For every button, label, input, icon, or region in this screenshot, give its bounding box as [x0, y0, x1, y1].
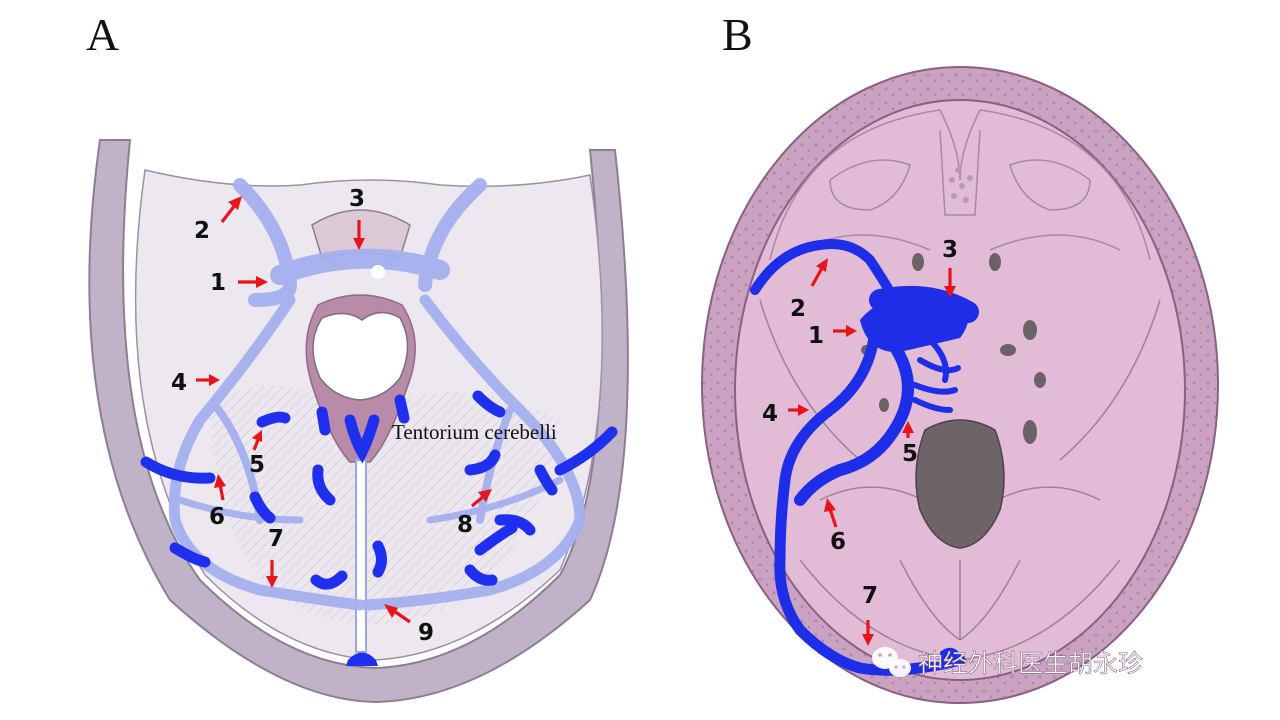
- panel-a-arrow-3: [353, 220, 365, 250]
- panel-a-label-3: 3: [349, 186, 365, 212]
- panel-a-arrow-5: [252, 430, 262, 451]
- panel-a-label-2: 2: [194, 218, 210, 244]
- panel-a-arrow-8: [470, 489, 492, 508]
- panel-b-arrow-6: [824, 498, 838, 528]
- panel-b-label-1: 1: [808, 323, 824, 349]
- cavernous-sinus: [860, 297, 969, 353]
- panel-a-arrow-1: [238, 276, 268, 288]
- panel-a-label-1: 1: [210, 270, 226, 296]
- panel-a-arrow-6: [214, 474, 226, 501]
- carotid-foramen: [371, 265, 385, 279]
- incisura-hole: [312, 311, 409, 401]
- panel-b-letter: B: [722, 9, 753, 60]
- panel-b-label-2: 2: [790, 296, 806, 322]
- panel-b-arrow-3: [944, 268, 956, 298]
- panel-b-label-3: 3: [942, 237, 958, 263]
- cribriform-plate: [949, 167, 973, 203]
- panel-a-label-9: 9: [418, 620, 434, 646]
- watermark: 神经外科医生胡永珍: [872, 647, 1143, 678]
- torcula: [940, 647, 965, 668]
- foramen-magnum: [915, 419, 1005, 549]
- panel-a-label-4: 4: [171, 370, 187, 396]
- panel-b-veins: [750, 239, 979, 676]
- panel-b-label-6: 6: [830, 529, 846, 555]
- panel-a-light-veins: [168, 178, 586, 611]
- skull-foramina: [861, 253, 1046, 444]
- panel-b-arrow-1: [833, 325, 857, 337]
- panel-a-label-7: 7: [268, 526, 284, 552]
- panel-a-skull-wall: [88, 139, 629, 704]
- confluence: [346, 652, 378, 666]
- panel-b-arrow-5: [902, 421, 914, 438]
- tentorium-caption: Tentorium cerebelli: [392, 420, 557, 444]
- panel-a-arrow-4: [196, 374, 220, 386]
- panel-b-arrow-2: [810, 258, 828, 287]
- panel-b-arrow-4: [788, 404, 809, 416]
- panel-b-label-5: 5: [902, 441, 918, 467]
- panel-b-arrow-7: [862, 620, 874, 646]
- panel-a-label-6: 6: [209, 504, 225, 530]
- panel-a-arrow-2: [220, 196, 242, 223]
- watermark-text: 神经外科医生胡永珍: [918, 649, 1143, 678]
- panel-a-label-8: 8: [457, 512, 473, 538]
- panel-a-arrow-9: [384, 604, 411, 624]
- panel-b-label-7: 7: [862, 583, 878, 609]
- wechat-icon: [872, 647, 911, 677]
- straight-sinus: [355, 459, 367, 653]
- panel-a-label-5: 5: [249, 452, 265, 478]
- panel-b: B: [690, 9, 1235, 710]
- panel-a: A: [86, 9, 629, 704]
- panel-a-dark-veins: [140, 390, 618, 590]
- panel-b-label-4: 4: [762, 401, 778, 427]
- panel-a-arrow-7: [266, 560, 278, 588]
- panel-a-letter: A: [86, 9, 119, 60]
